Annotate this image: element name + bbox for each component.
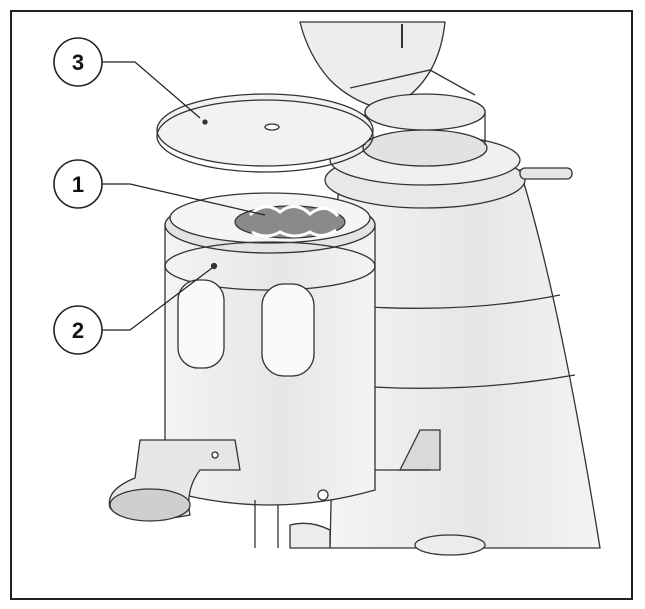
lid: [156, 93, 374, 173]
dosing-paddle: [234, 205, 346, 239]
callout-2: 2: [53, 305, 103, 355]
callout-label-1: 1: [72, 172, 84, 197]
leader-lines: [102, 61, 266, 331]
callout-1: 1: [53, 159, 103, 209]
callout-3: 3: [53, 37, 103, 87]
grinder-base: [254, 489, 486, 556]
portafilter-fork: [108, 439, 241, 522]
burr-collar: [324, 69, 573, 209]
callout-label-2: 2: [72, 318, 84, 343]
grinder-body: [329, 169, 601, 549]
callout-label-3: 3: [72, 50, 84, 75]
